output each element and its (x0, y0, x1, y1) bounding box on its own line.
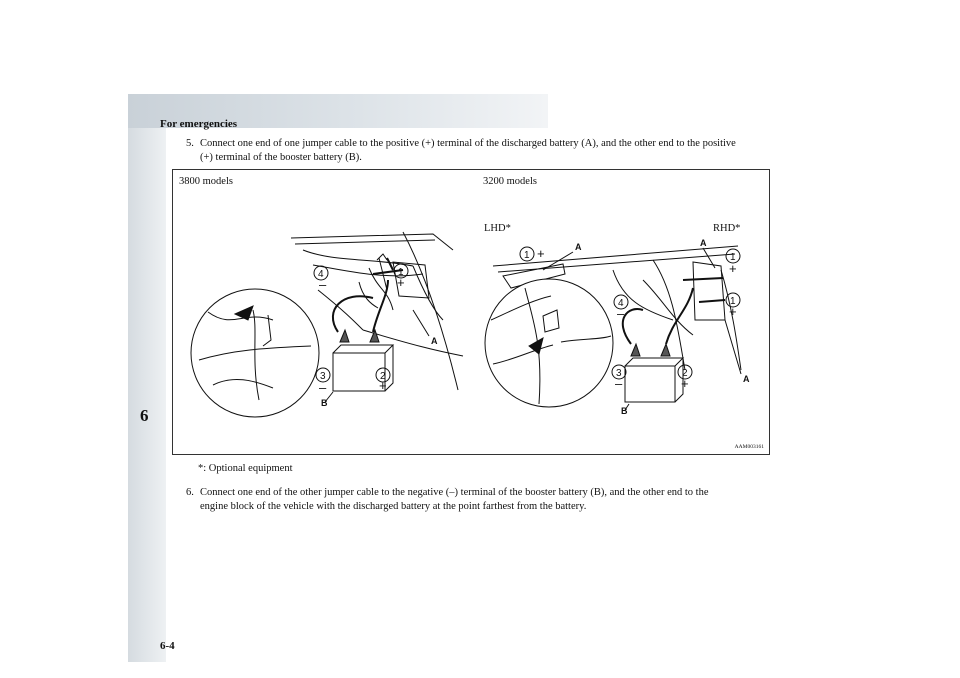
minus-sign-left-top: – (319, 277, 327, 292)
label-a-left: A (431, 336, 438, 346)
footnote: *: Optional equipment (198, 463, 293, 474)
label-a-right-rhd-top: A (700, 238, 707, 248)
rhd-label: RHD* (713, 223, 741, 234)
label-a-right-rhd-bottom: A (743, 374, 750, 384)
figure-code: AAM003161 (734, 444, 764, 450)
step-6-text: 6. Connect one end of the other jumper ca… (186, 486, 770, 514)
step-5-text: 5. Connect one end of one jumper cable to… (186, 137, 770, 165)
section-title: For emergencies (160, 118, 238, 130)
plus-sign-right-rhd-top: + (729, 261, 737, 276)
minus-sign-right-top: – (617, 306, 625, 321)
callout-4-left: 4 (318, 269, 324, 280)
callout-1-right-rhd-bottom: 1 (730, 296, 736, 307)
right-callouts: 1 1 1 4 3 2 + + + – – + A A A B (519, 238, 750, 416)
callout-1-right-rhd-top: 1 (730, 252, 736, 263)
jumper-cable-figure: 4 1 3 2 – + – + A B (172, 169, 770, 455)
left-detail-circle (190, 288, 320, 418)
right-figure-caption: 3200 models (483, 176, 537, 187)
step-5-line-2: (+) terminal of the booster battery (B). (200, 152, 362, 163)
plus-sign-right-lhd: + (537, 246, 545, 261)
plus-sign-left-bottom: + (379, 378, 387, 393)
lhd-label: LHD* (484, 223, 511, 234)
right-booster-battery (621, 287, 694, 403)
plus-sign-left-top: + (397, 275, 405, 290)
callout-4-right: 4 (618, 298, 624, 309)
page-number: 6-4 (160, 640, 175, 652)
callout-3-left: 3 (320, 371, 326, 382)
chapter-tab (128, 128, 166, 662)
callout-2-right: 2 (682, 368, 688, 379)
callout-1-left: 1 (398, 267, 404, 278)
left-engine-bay (290, 231, 464, 391)
label-b-right: B (621, 406, 628, 416)
step-6-line-1: Connect one end of the other jumper cabl… (200, 487, 709, 498)
callout-3-right: 3 (616, 368, 622, 379)
step-5-line-1: Connect one end of one jumper cable to t… (200, 138, 736, 149)
label-a-right-lhd: A (575, 242, 582, 252)
chapter-number: 6 (140, 406, 149, 425)
minus-sign-right-bottom: – (615, 376, 623, 391)
plus-sign-right-rhd-bottom: + (729, 304, 737, 319)
step-6-line-2: engine block of the vehicle with the dis… (200, 501, 587, 512)
callout-2-left: 2 (380, 371, 386, 382)
step-5-number: 5. (186, 138, 194, 149)
label-b-left: B (321, 398, 328, 408)
callout-1-right-lhd: 1 (524, 250, 530, 261)
plus-sign-right-bottom: + (681, 376, 689, 391)
figure-illustration: 4 1 3 2 – + – + A B (190, 231, 750, 418)
step-6-number: 6. (186, 487, 194, 498)
minus-sign-left-bottom: – (319, 380, 327, 395)
left-callouts: 4 1 3 2 – + – + A B (313, 263, 438, 408)
right-detail-circle (484, 278, 614, 408)
left-figure-caption: 3800 models (179, 176, 233, 187)
header-band (128, 94, 548, 128)
